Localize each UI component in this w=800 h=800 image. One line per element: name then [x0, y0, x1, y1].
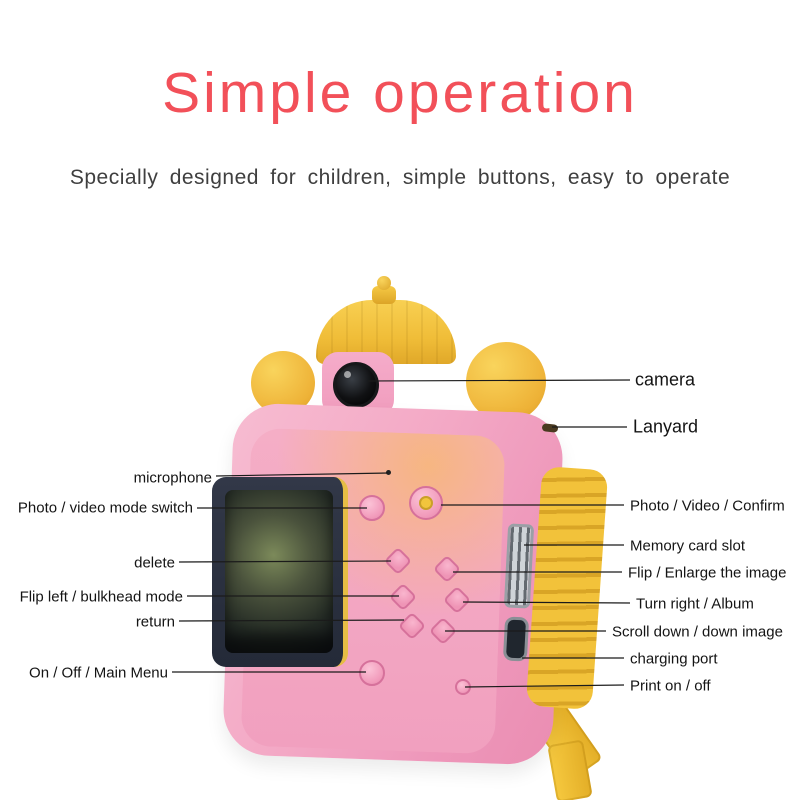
callout-label-memory-card-slot: Memory card slot — [630, 537, 746, 555]
right-ear — [466, 342, 546, 422]
screen-display — [225, 490, 333, 653]
callout-label-delete: delete — [134, 554, 175, 572]
callout-label-lanyard: Lanyard — [633, 416, 699, 437]
callout-label-photo-video-mode-switch: Photo / video mode switch — [17, 499, 193, 517]
callout-label-microphone: microphone — [133, 469, 212, 487]
mode-button — [359, 495, 385, 521]
callout-label-scroll-down-image: Scroll down / down image — [612, 623, 783, 641]
callout-label-photo-video-confirm: Photo / Video / Confirm — [630, 497, 785, 515]
callout-label-flip-enlarge-image: Flip / Enlarge the image — [628, 564, 787, 582]
ok-button-center — [419, 496, 433, 510]
lanyard-slot — [541, 423, 559, 433]
dome-ball — [377, 276, 391, 290]
power-button — [359, 660, 385, 686]
memory-card-slot — [503, 523, 535, 609]
callout-label-return: return — [135, 613, 175, 631]
callout-label-camera: camera — [635, 369, 696, 390]
page-title: Simple operation — [162, 61, 638, 125]
callout-label-charging-port: charging port — [630, 650, 718, 668]
callout-label-turn-right-album: Turn right / Album — [636, 595, 754, 613]
callout-label-on-off-main-menu: On / Off / Main Menu — [29, 664, 168, 682]
camera-lens — [333, 362, 379, 408]
callout-label-print-on-off: Print on / off — [630, 677, 711, 695]
callout-label-flip-left-bulkhead-mode: Flip left / bulkhead mode — [19, 588, 183, 606]
charging-port — [502, 616, 530, 662]
print-button — [455, 679, 471, 695]
lens-highlight — [344, 371, 351, 378]
page-subtitle: Specially designed for children, simple … — [69, 166, 731, 189]
microphone-hole — [386, 470, 391, 475]
dome-knob — [372, 286, 396, 304]
